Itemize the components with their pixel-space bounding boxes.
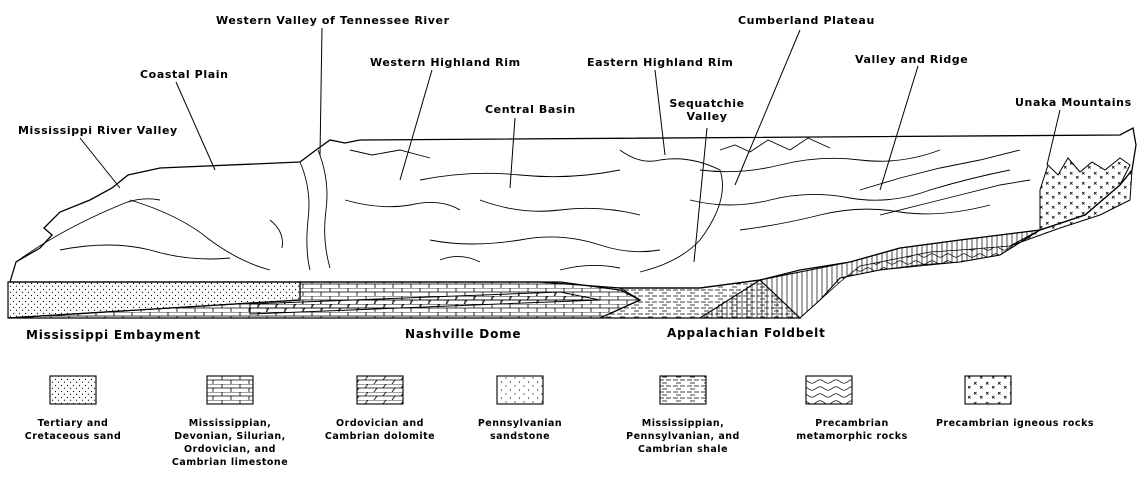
legend-swatch-sand xyxy=(50,376,96,404)
surface-outline xyxy=(10,128,1136,288)
legend-swatch-metamorphic xyxy=(806,376,852,404)
legend-line: Precambrian xyxy=(796,417,907,430)
legend-swatch-sandstone xyxy=(497,376,543,404)
legend-line: Mississippian, xyxy=(626,417,740,430)
label-valley-and-ridge: Valley and Ridge xyxy=(855,53,968,66)
legend-line: Mississippian, xyxy=(172,417,288,430)
legend-line: Cambrian dolomite xyxy=(325,430,435,443)
label-mississippi-river-valley: Mississippi River Valley xyxy=(18,124,178,137)
legend-line: Ordovician, and xyxy=(172,443,288,456)
label-western-valley: Western Valley of Tennessee River xyxy=(216,14,450,27)
legend-label-limestone: Mississippian,Devonian, Silurian,Ordovic… xyxy=(172,417,288,469)
legend-label-igneous: Precambrian igneous rocks xyxy=(936,417,1094,430)
label-appalachian-foldbelt: Appalachian Foldbelt xyxy=(667,327,826,340)
legend-swatch-limestone xyxy=(207,376,253,404)
legend-line: Devonian, Silurian, xyxy=(172,430,288,443)
label-eastern-highland-rim: Eastern Highland Rim xyxy=(587,56,733,69)
legend-line: Cambrian limestone xyxy=(172,456,288,469)
legend-line: Cambrian shale xyxy=(626,443,740,456)
legend-swatch-shale xyxy=(660,376,706,404)
label-nashville-dome: Nashville Dome xyxy=(405,328,521,341)
legend-line: Precambrian igneous rocks xyxy=(936,417,1094,430)
legend-swatch-dolomite xyxy=(357,376,403,404)
label-mississippi-embayment: Mississippi Embayment xyxy=(26,329,201,342)
legend-line: Tertiary and xyxy=(25,417,122,430)
label-central-basin: Central Basin xyxy=(485,103,576,116)
legend-line: sandstone xyxy=(478,430,562,443)
legend-line: Pennsylvanian, and xyxy=(626,430,740,443)
legend-boxes xyxy=(50,376,1011,404)
legend-line: Cretaceous sand xyxy=(25,430,122,443)
label-sequatchie-valley: Sequatchie Valley xyxy=(667,97,747,123)
label-unaka-mountains: Unaka Mountains xyxy=(1015,96,1132,109)
label-cumberland-plateau: Cumberland Plateau xyxy=(738,14,875,27)
label-western-highland-rim: Western Highland Rim xyxy=(370,56,521,69)
legend-line: Pennsylvanian xyxy=(478,417,562,430)
legend-line: Ordovician and xyxy=(325,417,435,430)
label-coastal-plain: Coastal Plain xyxy=(140,68,229,81)
legend-line: metamorphic rocks xyxy=(796,430,907,443)
legend-swatch-igneous xyxy=(965,376,1011,404)
